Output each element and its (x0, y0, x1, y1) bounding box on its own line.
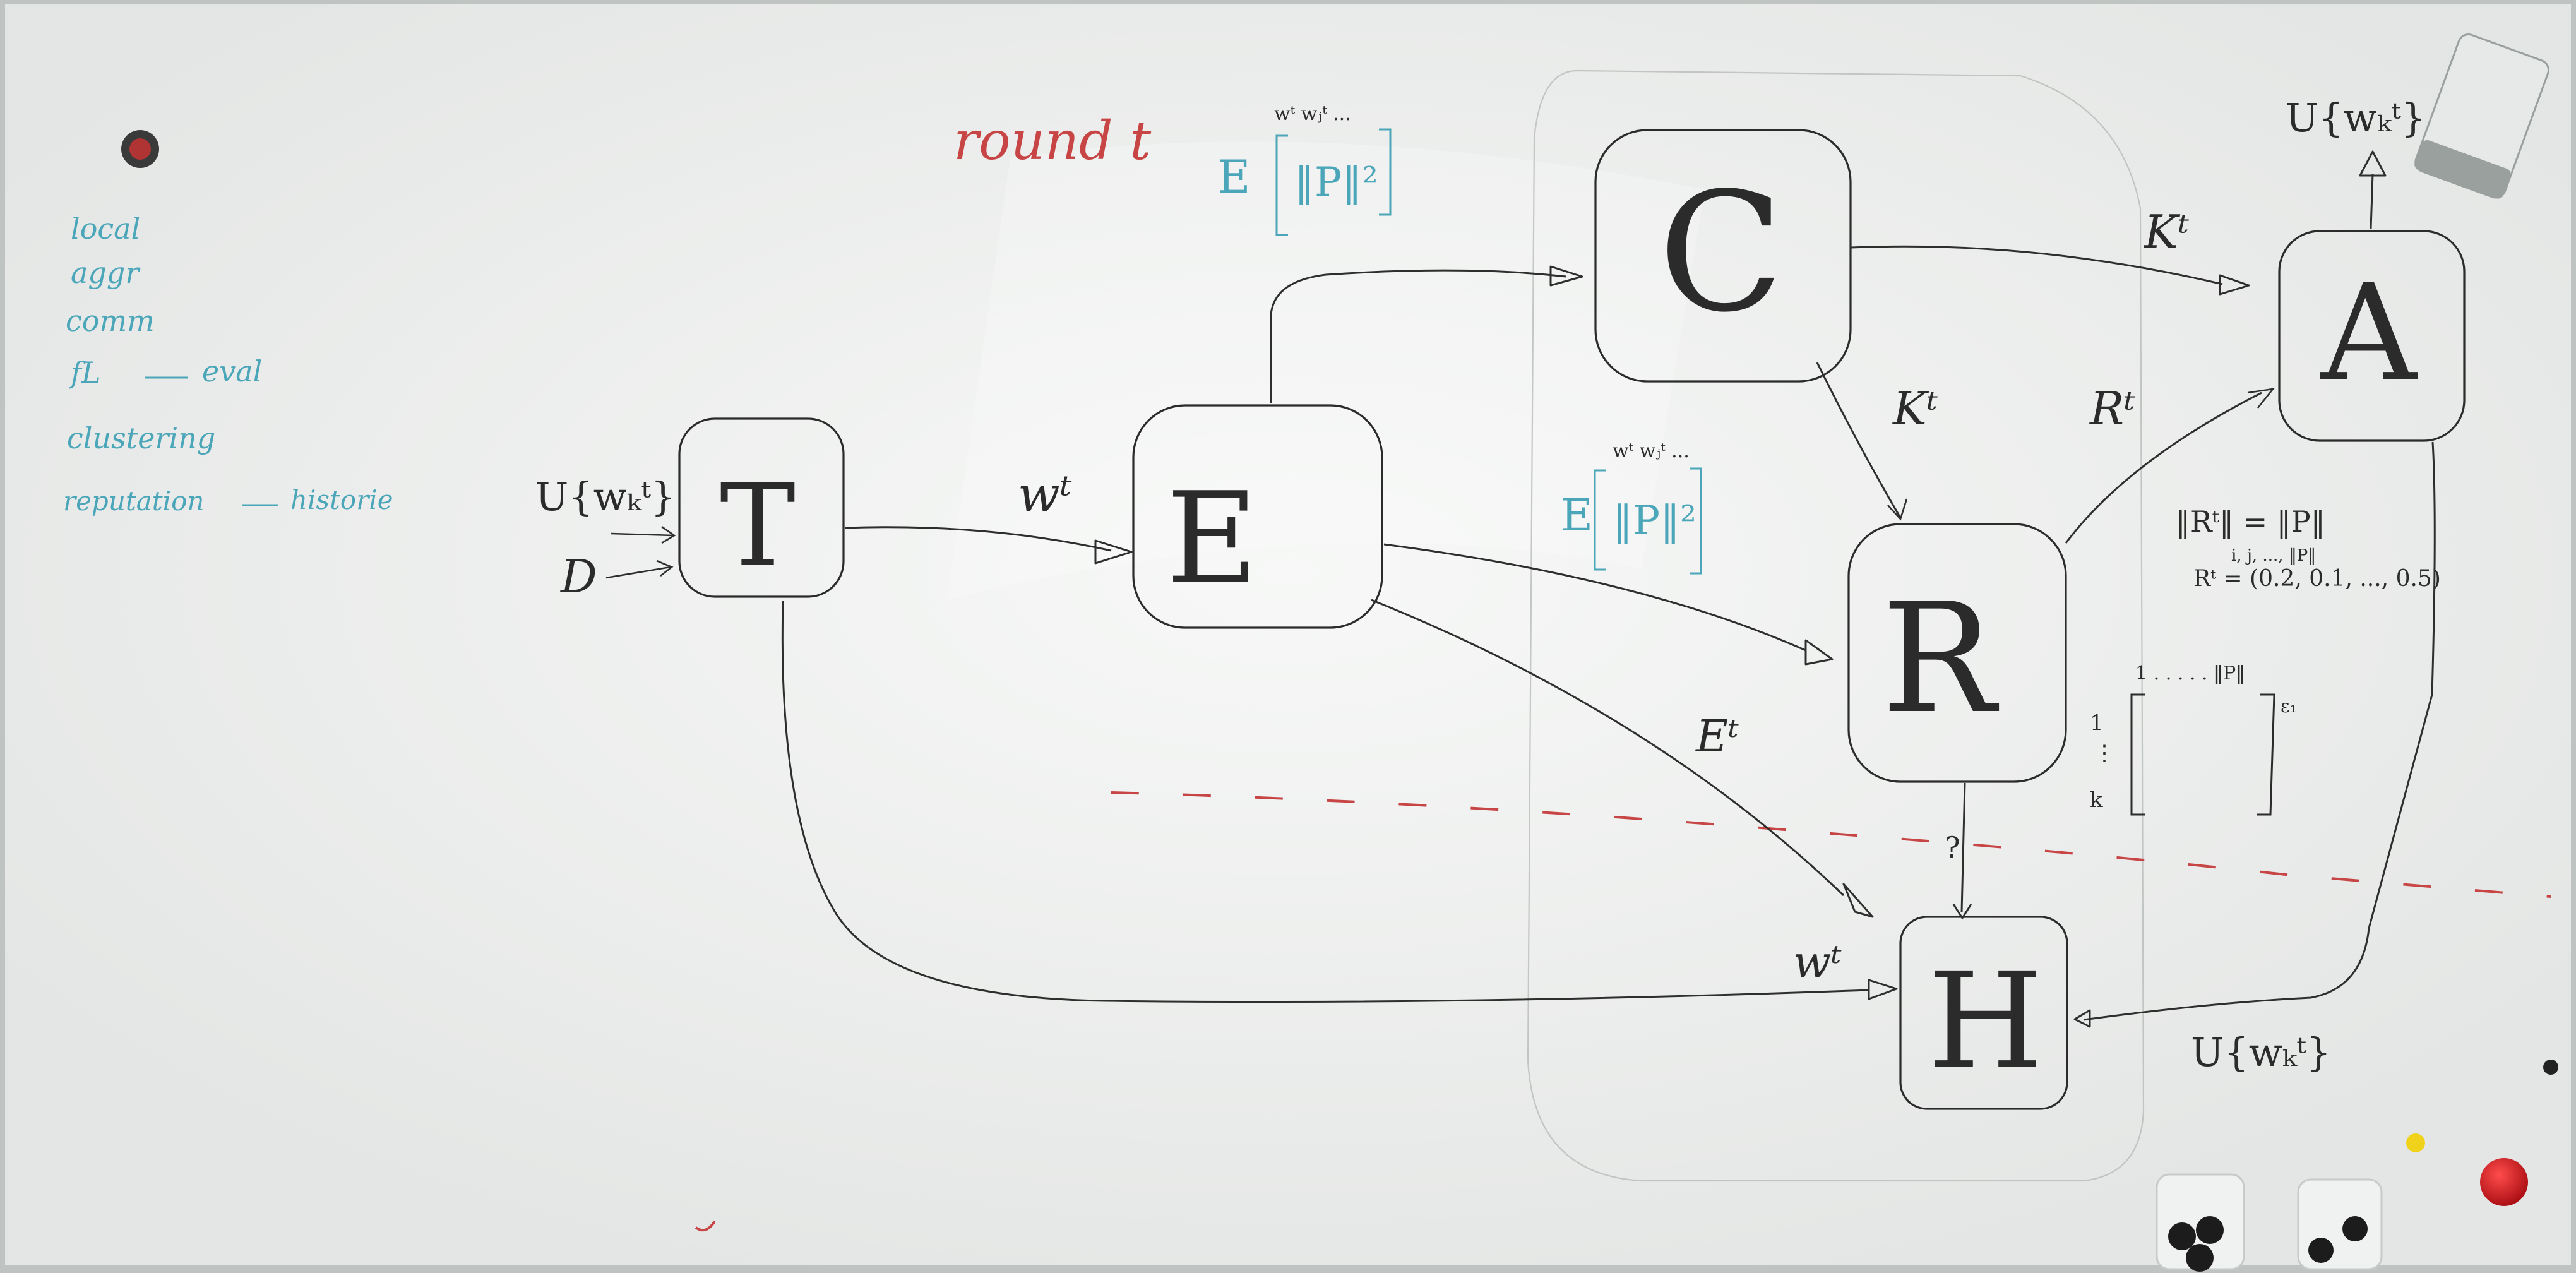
topic-historie: historie (290, 484, 393, 515)
edge-label-w-T-E: wᵗ (1018, 467, 1072, 523)
formula-top-E: E (1217, 150, 1251, 203)
magnet-yellow (2406, 1133, 2425, 1152)
edge-T-to-H (781, 601, 1869, 1003)
formula-top-sub: wᵗ wⱼᵗ ... (1274, 103, 1351, 125)
reputation-notes: ‖Rᵗ‖ = ‖P‖ i, j, ..., ‖P‖ Rᵗ = (0.2, 0.1… (2176, 505, 2441, 592)
topic-reputation: reputation (63, 486, 204, 517)
edge-E-to-C (1270, 269, 1566, 403)
magnet-black-4 (2342, 1216, 2368, 1241)
topic-fl: fL (69, 356, 101, 390)
input-data-label: D (559, 550, 597, 603)
r-line2: Rᵗ = (0.2, 0.1, ..., 0.5) (2193, 566, 2441, 592)
edge-R-to-A (2065, 391, 2262, 544)
eraser-band (2414, 140, 2511, 199)
arrowhead-A-out (2359, 150, 2387, 177)
arrowhead-T-1 (661, 525, 676, 544)
matrix-left-1: 1 (2090, 710, 2104, 736)
formula-top: E wᵗ wⱼᵗ ... ‖P‖² (1217, 103, 1392, 236)
formula-mid: E wᵗ wⱼᵗ ... ‖P‖² (1561, 440, 1702, 575)
edge-R-to-H (1960, 782, 1966, 913)
marker-eraser (2414, 33, 2549, 199)
board-reflection (947, 141, 1705, 601)
node-A[interactable] (2278, 230, 2466, 442)
edge-label-K-C-R: Kᵗ (1892, 382, 1938, 435)
edge-T-to-E (844, 526, 1112, 552)
node-H[interactable] (1899, 916, 2068, 1110)
formula-mid-norm: ‖P‖² (1613, 498, 1696, 544)
input-arrow-D (605, 566, 671, 579)
edge-A-out (2370, 174, 2374, 229)
pin-magnet-top-left-inner (129, 138, 151, 160)
round-label: round t (953, 110, 1151, 172)
node-A-label: A (2320, 256, 2418, 410)
formula-mid-bracket-left (1594, 469, 1606, 571)
arrowhead-R-from-E (1804, 639, 1834, 666)
edge-E-to-R (1383, 543, 1806, 652)
arrowhead-R-from-C (1887, 498, 1908, 521)
magnet-black-3 (2186, 1244, 2214, 1272)
topic-list: local aggr comm fL eval clustering reput… (63, 212, 393, 517)
node-H-label: H (1928, 944, 2043, 1099)
formula-top-norm: ‖P‖² (1294, 159, 1378, 206)
edge-label-w-T-H: wᵗ (1793, 936, 1842, 988)
node-E[interactable] (1132, 404, 1383, 629)
edge-label-union-out: U{wₖᵗ} (2286, 95, 2426, 141)
magnet-black-1 (2168, 1222, 2196, 1250)
edge-label-K-C-A: Kᵗ (2143, 205, 2190, 258)
arrowhead-C (1549, 265, 1583, 287)
node-R-label: R (1881, 570, 2000, 747)
formula-top-bracket-left (1275, 134, 1288, 236)
formula-mid-bracket-right (1690, 467, 1702, 575)
input-arrow-union (611, 532, 674, 537)
arrowhead-E (1094, 539, 1133, 565)
magnet-black-2 (2196, 1216, 2224, 1244)
r-idx: i, j, ..., ‖P‖ (2231, 546, 2316, 565)
topic-clustering: clustering (67, 421, 215, 455)
edge-C-to-A (1851, 245, 2223, 285)
arrowhead-H-from-T (1868, 979, 1898, 1000)
matrix-bracket-right (2257, 693, 2275, 816)
input-union-label: U{wₖᵗ} (535, 474, 676, 520)
node-R[interactable] (1847, 523, 2067, 783)
edge-A-to-H (2083, 441, 2436, 1021)
arrowhead-H-from-A (2073, 1009, 2091, 1028)
node-E-label: E (1166, 465, 1258, 613)
formula-mid-sub: wᵗ wⱼᵗ ... (1613, 440, 1690, 462)
magnet-black-5 (2308, 1238, 2334, 1263)
matrix-sup: ε₁ (2281, 696, 2297, 717)
matrix-left-k: k (2090, 787, 2103, 813)
matrix-left-dots: ⋮ (2094, 741, 2115, 766)
arrowhead-H-from-R (1952, 904, 1972, 919)
node-C[interactable] (1594, 129, 1852, 383)
formula-top-bracket-right (1379, 128, 1392, 216)
edge-label-R-R-A: Rᵗ (2089, 382, 2135, 435)
red-marker-stroke (695, 1220, 716, 1232)
edge-label-question: ? (1945, 830, 1960, 864)
node-T[interactable] (678, 417, 845, 598)
matrix-bracket-left (2130, 693, 2145, 816)
magnet-dark-small (2543, 1060, 2558, 1075)
magnet-red (2480, 1158, 2528, 1206)
topic-comm: comm (66, 304, 155, 338)
arrowhead-A (2219, 274, 2250, 296)
edge-E-to-H (1371, 599, 1845, 897)
matrix-top: 1 . . . . . ‖P‖ (2135, 662, 2245, 684)
topic-eval: eval (202, 354, 262, 388)
matrix-sketch: 1 . . . . . ‖P‖ 1 ⋮ k ε₁ (2090, 662, 2297, 816)
arrowhead-H-from-E (1842, 883, 1874, 918)
erased-outline (1527, 69, 2145, 1182)
edge-label-union-A-H: U{wₖᵗ} (2191, 1029, 2331, 1075)
node-C-label: C (1659, 158, 1784, 349)
arrowhead-T-2 (656, 559, 674, 577)
topic-aggr: aggr (71, 256, 141, 290)
r-line1: ‖Rᵗ‖ = ‖P‖ (2176, 505, 2325, 539)
formula-mid-E: E (1561, 489, 1593, 541)
topic-local: local (71, 212, 140, 246)
node-T-label: T (720, 460, 796, 592)
edge-label-E-E-H: Eᵗ (1695, 710, 1739, 762)
edge-C-to-R (1816, 362, 1902, 518)
arrowhead-A-from-R (2247, 388, 2275, 409)
